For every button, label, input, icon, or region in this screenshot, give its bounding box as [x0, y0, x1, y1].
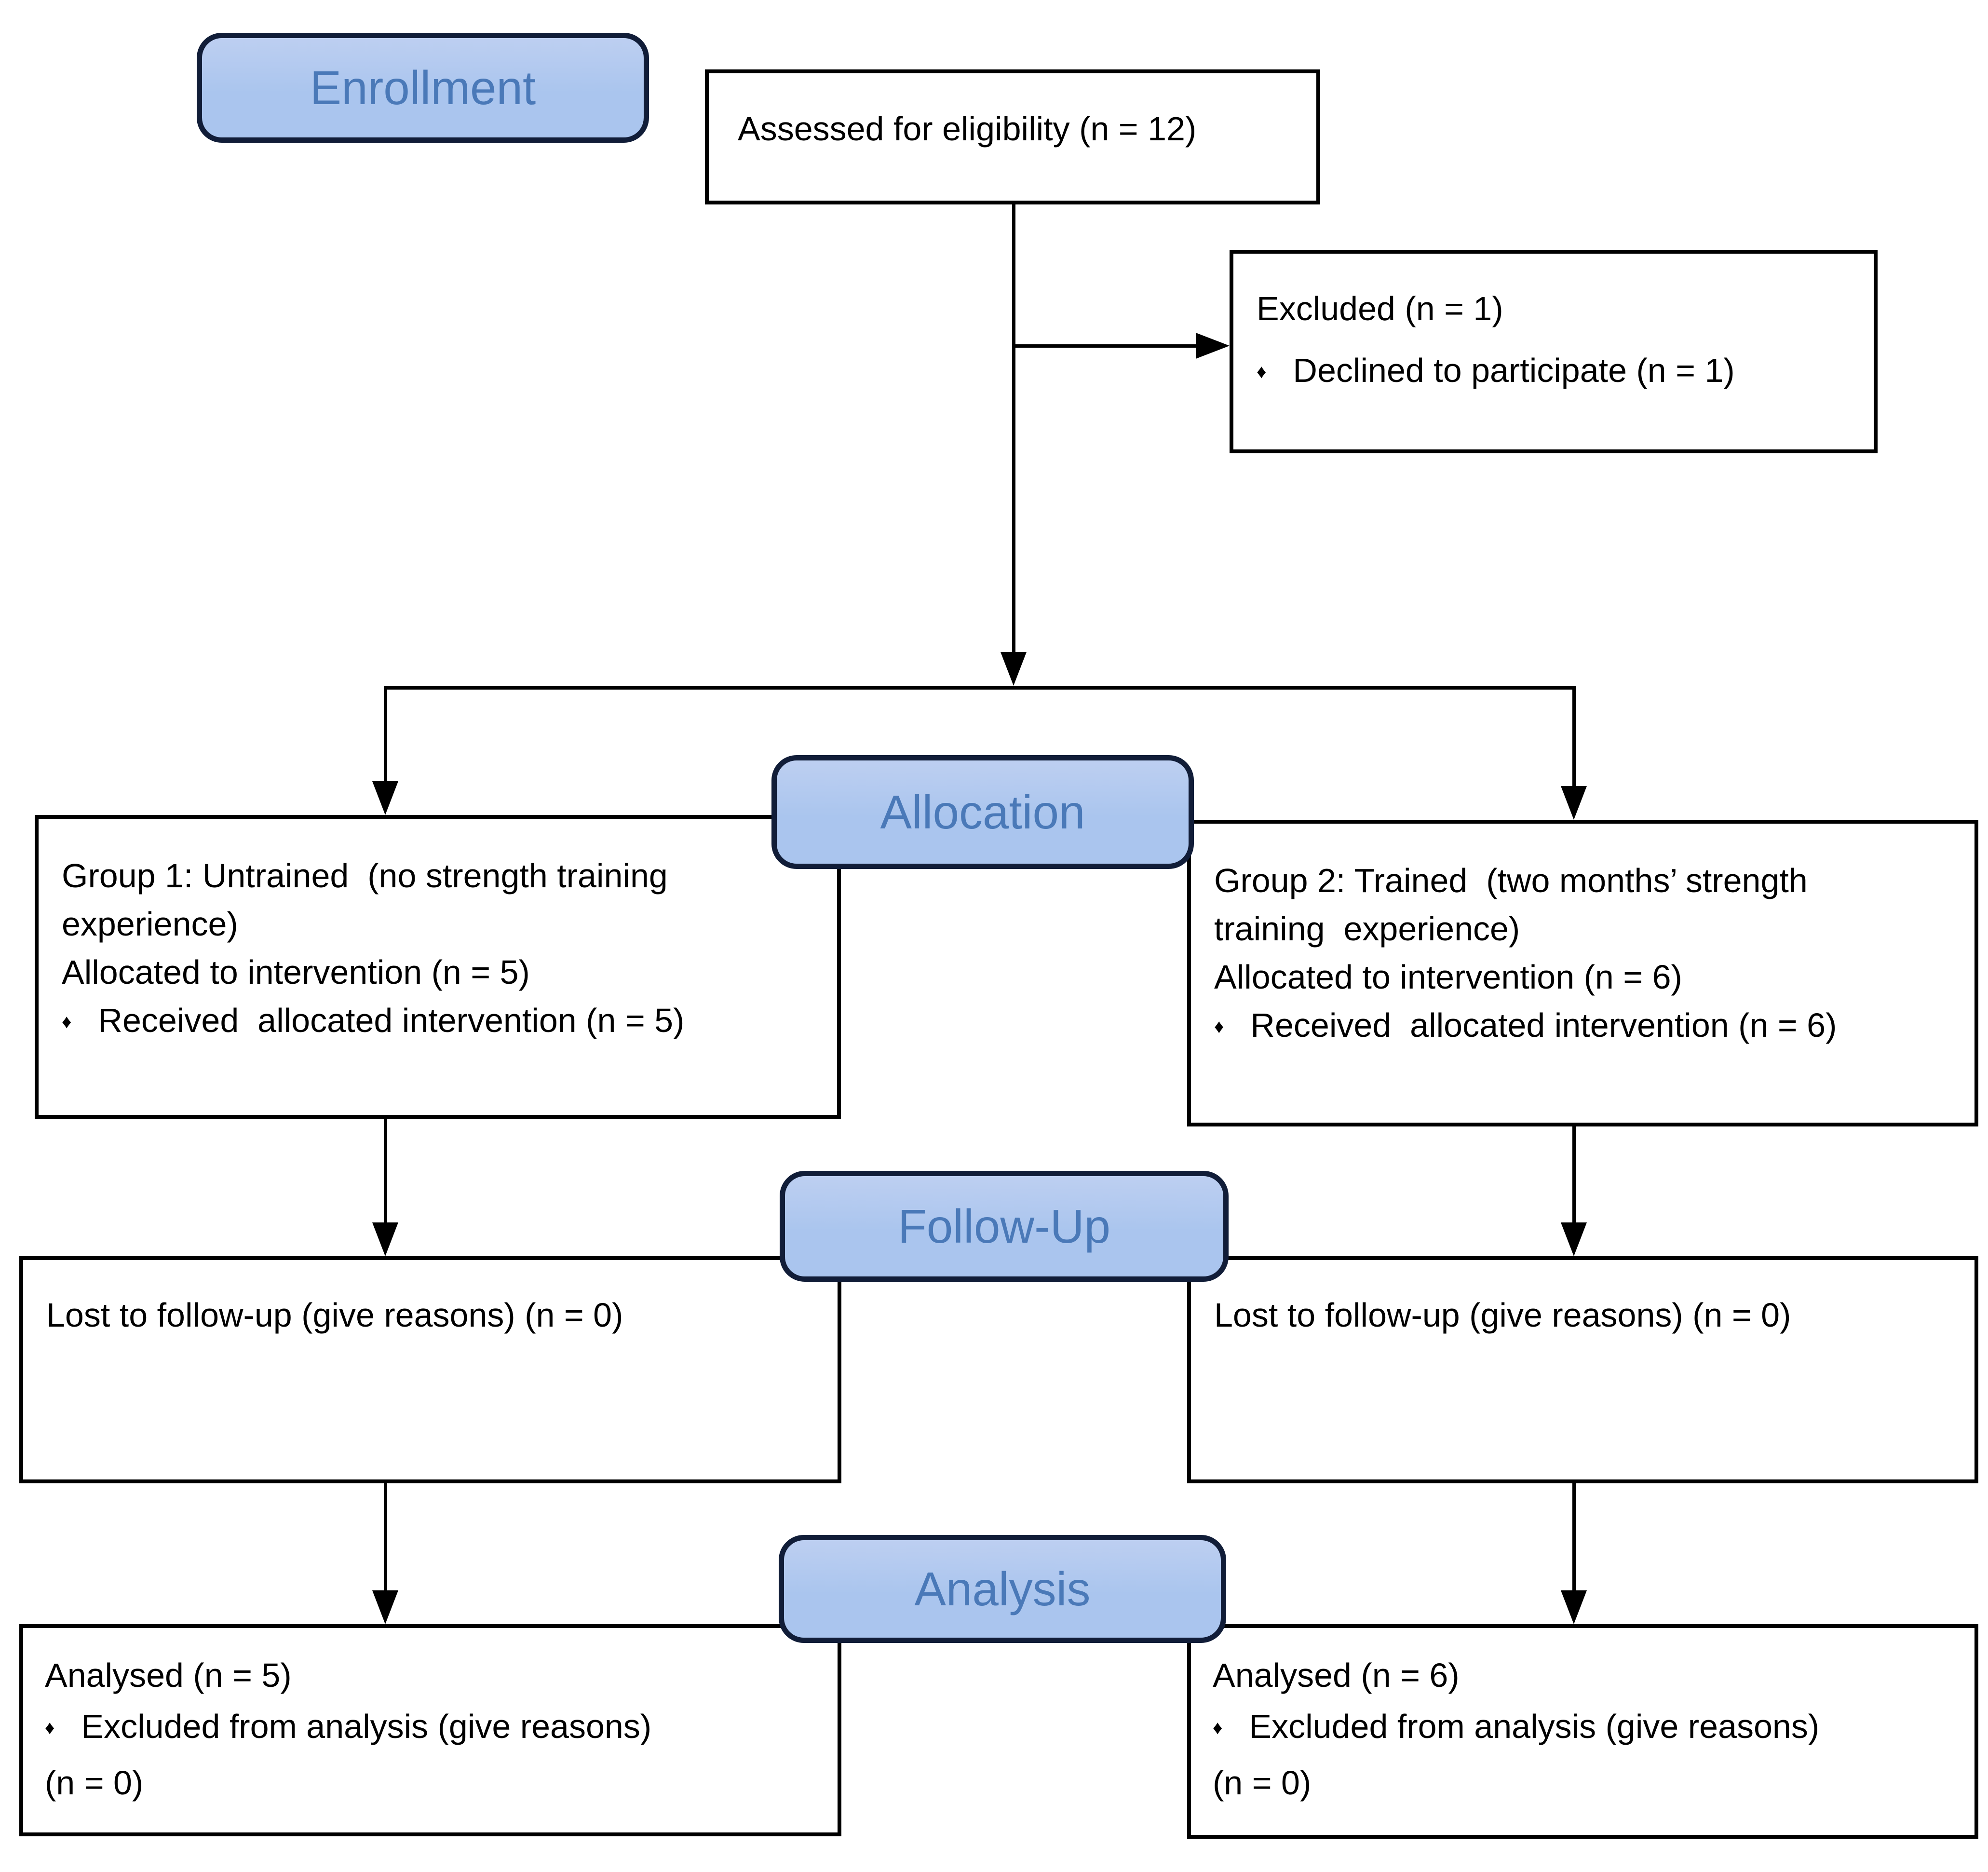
stage-label-allocation-text: Allocation: [880, 785, 1085, 839]
group2-bullet-line: ♦ Received allocated intervention (n = 6): [1214, 1001, 1963, 1055]
diamond-bullet-icon: ♦: [62, 1011, 72, 1032]
arrowhead-down-icon: [372, 1590, 398, 1624]
group1-line1: Group 1: Untrained (no strength training: [62, 857, 668, 895]
arrowhead-right-icon: [1196, 333, 1230, 359]
group2-allocation-box: Group 2: Trained (two months’ strength t…: [1187, 820, 1978, 1126]
arrowhead-down-icon: [372, 781, 398, 815]
analysis-left-line2: (n = 0): [45, 1764, 144, 1802]
connector-followup-left-line: [384, 1119, 387, 1223]
connector-assessed-down-line: [1012, 204, 1015, 653]
arrowhead-down-icon: [1001, 652, 1027, 686]
group1-bullet-line: ♦ Received allocated intervention (n = 5): [62, 996, 825, 1050]
followup-left-box: Lost to follow-up (give reasons) (n = 0): [19, 1256, 841, 1483]
analysis-left-line1: Analysed (n = 5): [45, 1656, 292, 1694]
excluded-bullet-text: Declined to participate (n = 1): [1293, 352, 1735, 389]
followup-right-box: Lost to follow-up (give reasons) (n = 0): [1187, 1256, 1978, 1483]
group2-line3: Allocated to intervention (n = 6): [1214, 958, 1682, 996]
stage-label-followup-text: Follow-Up: [897, 1199, 1111, 1253]
excluded-title-text: Excluded (n = 1): [1257, 290, 1503, 327]
connector-group1-line: [384, 686, 387, 783]
followup-left-text: Lost to follow-up (give reasons) (n = 0): [46, 1296, 623, 1334]
group1-bullet-text: Received allocated intervention (n = 5): [98, 1002, 685, 1039]
analysis-right-bullet-text: Excluded from analysis (give reasons): [1249, 1708, 1820, 1745]
group2-bullet-text: Received allocated intervention (n = 6): [1250, 1006, 1837, 1044]
analysis-right-box: Analysed (n = 6) ♦ Excluded from analysis…: [1187, 1624, 1978, 1839]
analysis-left-bullet-text: Excluded from analysis (give reasons): [81, 1708, 652, 1745]
connector-analysis-left-line: [384, 1483, 387, 1591]
diamond-bullet-icon: ♦: [45, 1717, 55, 1738]
analysis-right-line2: (n = 0): [1213, 1764, 1312, 1802]
followup-right-text: Lost to follow-up (give reasons) (n = 0): [1214, 1296, 1791, 1334]
connector-excluded-line: [1012, 344, 1197, 348]
group2-line1: Group 2: Trained (two months’ strength: [1214, 862, 1808, 899]
connector-followup-right-line: [1572, 1126, 1576, 1223]
analysis-right-line1: Analysed (n = 6): [1213, 1656, 1460, 1694]
diamond-bullet-icon: ♦: [1213, 1717, 1223, 1738]
stage-label-enrollment-text: Enrollment: [310, 61, 536, 114]
stage-label-analysis-text: Analysis: [914, 1562, 1091, 1615]
group2-line2: training experience): [1214, 910, 1520, 948]
analysis-right-bullet-line: ♦ Excluded from analysis (give reasons): [1213, 1701, 1963, 1757]
group1-allocation-box: Group 1: Untrained (no strength training…: [35, 815, 841, 1119]
group1-line3: Allocated to intervention (n = 5): [62, 953, 530, 991]
connector-split-line: [384, 686, 1576, 690]
analysis-left-box: Analysed (n = 5) ♦ Excluded from analysis…: [19, 1624, 841, 1836]
stage-label-enrollment: Enrollment: [197, 33, 649, 143]
arrowhead-down-icon: [1561, 1222, 1587, 1256]
diamond-bullet-icon: ♦: [1214, 1016, 1224, 1037]
arrowhead-down-icon: [1561, 1590, 1587, 1624]
stage-label-allocation: Allocation: [771, 755, 1194, 869]
connector-group2-line: [1572, 686, 1576, 787]
group1-line2: experience): [62, 905, 238, 943]
stage-label-followup: Follow-Up: [780, 1171, 1229, 1282]
assessed-eligibility-text: Assessed for eligibility (n = 12): [738, 110, 1197, 148]
excluded-bullet-line: ♦ Declined to participate (n = 1): [1257, 339, 1859, 407]
assessed-eligibility-box: Assessed for eligibility (n = 12): [705, 69, 1320, 204]
diamond-bullet-icon: ♦: [1257, 361, 1267, 382]
arrowhead-down-icon: [372, 1222, 398, 1256]
excluded-box: Excluded (n = 1) ♦ Declined to participat…: [1230, 250, 1878, 453]
connector-analysis-right-line: [1572, 1483, 1576, 1591]
stage-label-analysis: Analysis: [779, 1535, 1226, 1643]
arrowhead-down-icon: [1561, 786, 1587, 820]
analysis-left-bullet-line: ♦ Excluded from analysis (give reasons): [45, 1701, 826, 1757]
